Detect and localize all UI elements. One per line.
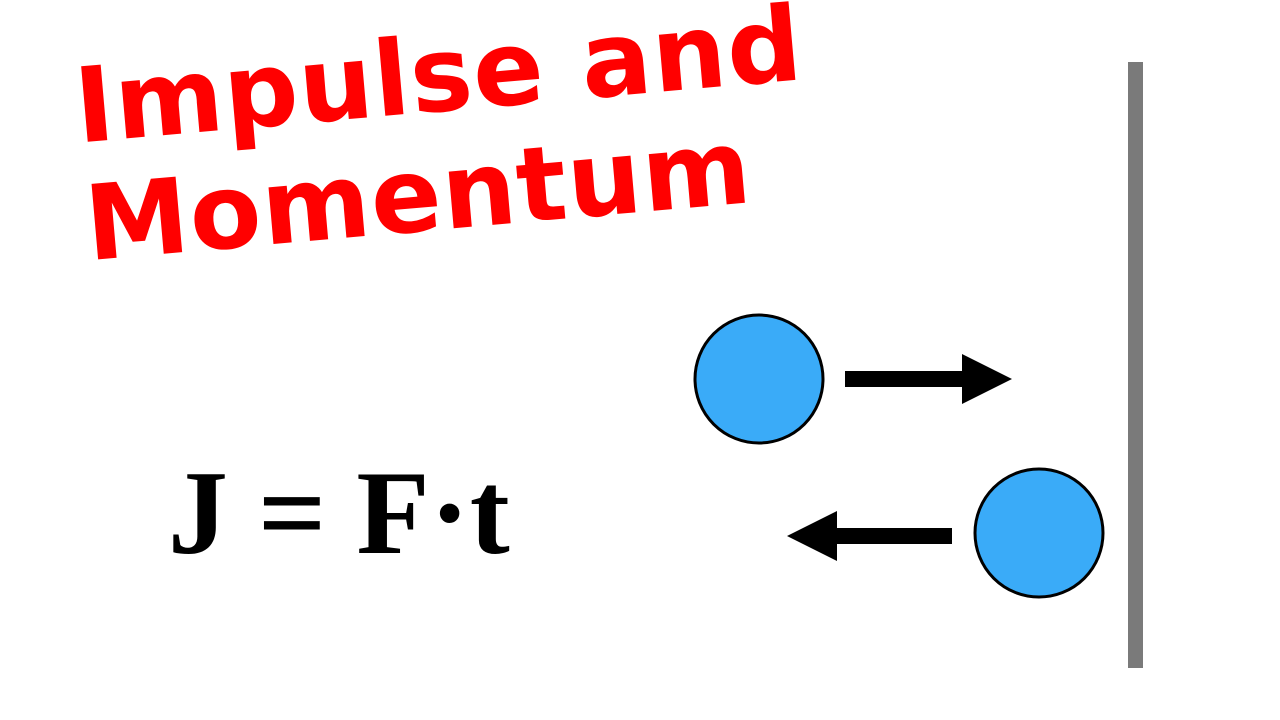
impulse-formula: J = F·t — [168, 446, 510, 579]
arrow-left-icon — [787, 511, 952, 561]
wall — [1128, 62, 1143, 668]
rebounding-ball — [973, 467, 1105, 599]
arrow-right-icon — [845, 354, 1012, 404]
incoming-ball — [693, 313, 825, 445]
